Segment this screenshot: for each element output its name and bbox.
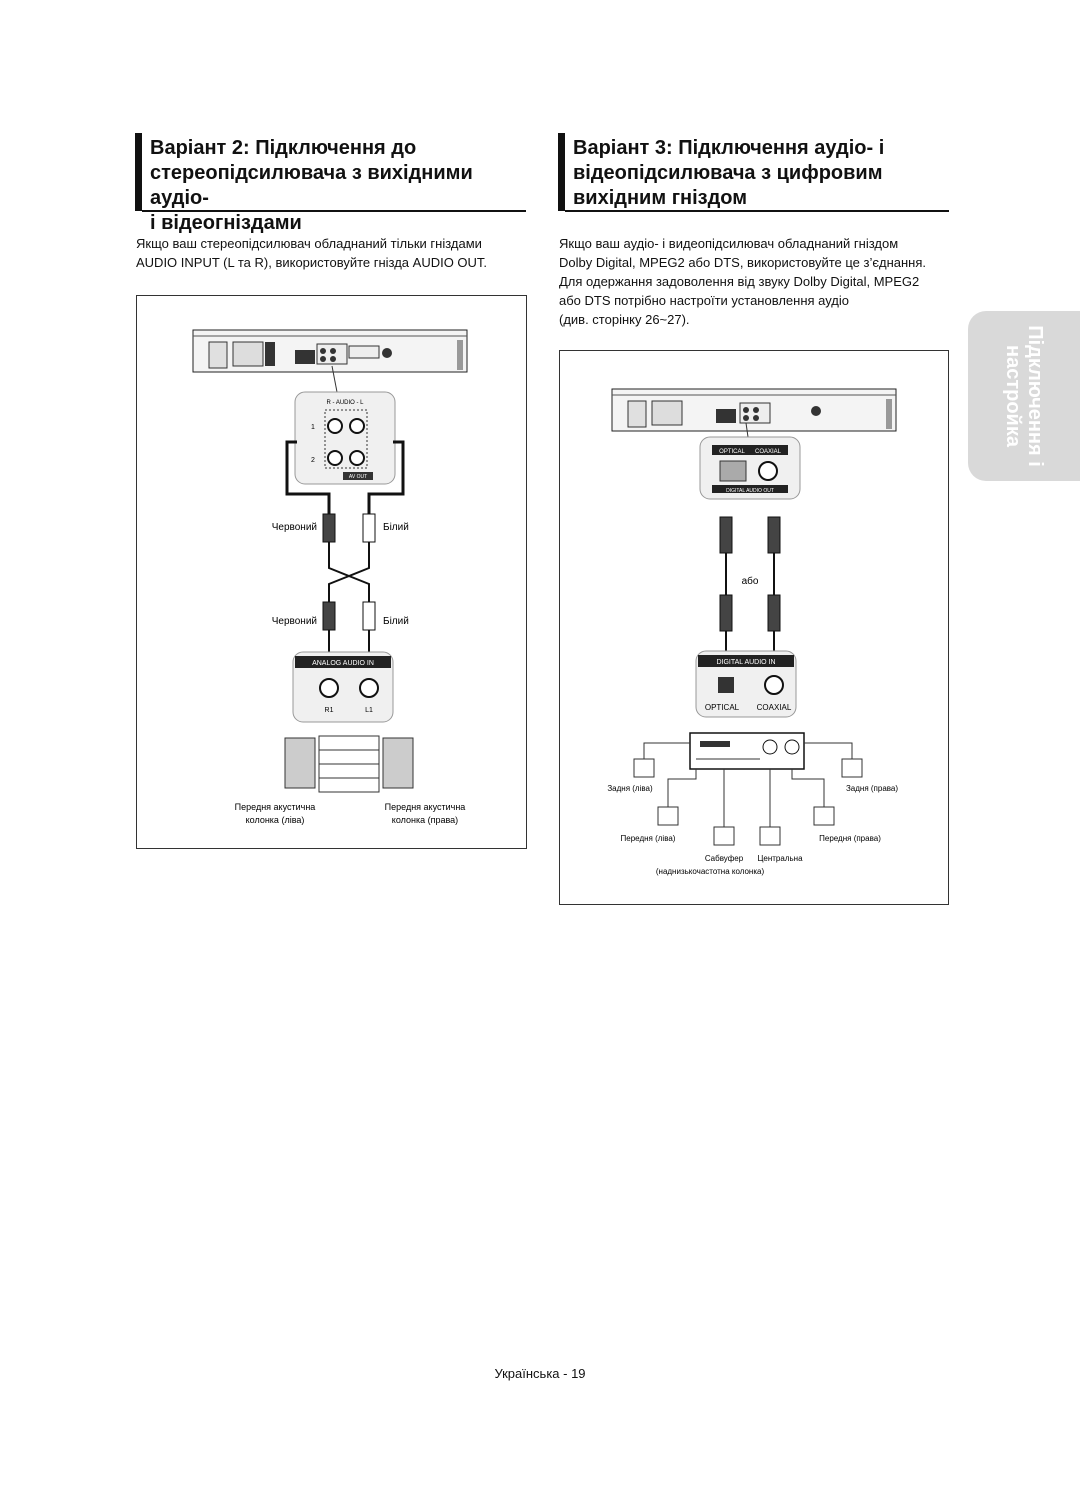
page-footer: Українська - 19 [494, 1366, 586, 1381]
front-right-line-1: Передня акустична [385, 802, 466, 812]
digital-audio-in-label: DIGITAL AUDIO IN [716, 659, 775, 666]
jack-row-1: 1 [311, 424, 315, 431]
front-right-label: Передня (права) [819, 834, 881, 843]
digital-audio-out-label: DIGITAL AUDIO OUT [726, 488, 774, 494]
audio-label: R - AUDIO - L [326, 400, 364, 406]
digital-audio-in-panel: DIGITAL AUDIO IN OPTICAL COAXIAL [695, 650, 797, 718]
av-out-panel: R - AUDIO - L 1 2 AV OUT [294, 391, 396, 485]
left-heading-line-2: стереопідсилювача з вихідними аудіо- [150, 162, 473, 209]
right-heading-line-1: Варіант 3: Підключення аудіо- і [573, 137, 885, 159]
subwoofer-note: (наднизькочастотна колонка) [656, 867, 765, 876]
left-diagram-drawing: R - AUDIO - L 1 2 AV OUT Червоний Білий … [192, 329, 468, 825]
right-heading: Варіант 3: Підключення аудіо- і відеопід… [573, 136, 953, 211]
rear-left-label: Задня (ліва) [607, 784, 653, 793]
right-paragraph-line-4: або DTS потрібно настроїти установлення … [559, 293, 850, 308]
section-tab [968, 311, 1080, 481]
dvd-recorder-rear-right [611, 388, 897, 432]
front-right-line-2: колонка (права) [392, 815, 458, 825]
front-left-line-1: Передня акустична [235, 802, 316, 812]
center-label: Центральна [757, 854, 803, 863]
av-out-label: AV OUT [349, 474, 367, 480]
front-left-line-2: колонка (ліва) [246, 815, 305, 825]
left-paragraph: Якщо ваш стереопідсилювач обладнаний тіл… [136, 234, 528, 272]
stereo-system [284, 735, 414, 793]
or-label: або [742, 575, 759, 587]
analog-audio-in-label: ANALOG AUDIO IN [312, 660, 374, 667]
section-tab-line-1: Підключення і [1024, 325, 1046, 467]
left-heading: Варіант 2: Підключення до стереопідсилюв… [150, 136, 530, 236]
left-heading-line-3: і відеогніздами [150, 212, 302, 234]
left-heading-line-1: Варіант 2: Підключення до [150, 137, 417, 159]
coaxial-bottom-label: COAXIAL [757, 703, 792, 712]
analog-audio-in-panel: ANALOG AUDIO IN R1 L1 [292, 651, 394, 723]
front-left-label: Передня (ліва) [621, 834, 676, 843]
right-heading-line-2: відеопідсилювача з цифровим [573, 162, 883, 184]
right-paragraph-line-3: Для одержання задоволення від звуку Dolb… [559, 274, 920, 289]
optical-top-label: OPTICAL [719, 449, 745, 455]
subwoofer-label: Сабвуфер [705, 854, 744, 863]
section-tab-line-2: настройка [1002, 345, 1024, 447]
right-paragraph-line-1: Якщо ваш аудіо- і видеопідсилювач обладн… [559, 236, 899, 251]
right-paragraph: Якщо ваш аудіо- і видеопідсилювач обладн… [559, 234, 951, 329]
optical-bottom-label: OPTICAL [705, 703, 740, 712]
digital-audio-out-panel: OPTICAL COAXIAL DIGITAL AUDIO OUT [699, 436, 801, 500]
r1-label: R1 [325, 707, 334, 714]
right-paragraph-line-5: (див. сторінку 26~27). [559, 312, 690, 327]
red-label-2: Червоний [272, 616, 317, 627]
right-heading-rule [565, 210, 949, 212]
right-heading-bar [558, 133, 565, 211]
av-receiver [689, 732, 805, 770]
left-heading-bar [135, 133, 142, 211]
right-paragraph-line-2: Dolby Digital, MPEG2 або DTS, використов… [559, 255, 926, 270]
left-paragraph-line-2: AUDIO INPUT (L та R), використовуйте гні… [136, 255, 488, 270]
jack-row-2: 2 [311, 457, 315, 464]
rear-right-label: Задня (права) [846, 784, 898, 793]
l1-label: L1 [365, 707, 373, 714]
left-paragraph-line-1: Якщо ваш стереопідсилювач обладнаний тіл… [136, 236, 482, 251]
dvd-recorder-rear [192, 329, 468, 373]
right-diagram-drawing: OPTICAL COAXIAL DIGITAL AUDIO OUT або DI… [607, 388, 898, 876]
right-diagram-box: OPTICAL COAXIAL DIGITAL AUDIO OUT або DI… [559, 350, 949, 905]
right-heading-line-3: вихідним гніздом [573, 187, 748, 209]
white-label-2: Білий [383, 616, 409, 627]
white-label-1: Білий [383, 522, 409, 533]
coaxial-top-label: COAXIAL [755, 449, 782, 455]
section-tab-text: Підключення і настройка [1002, 325, 1046, 467]
left-heading-rule [142, 210, 526, 212]
red-label-1: Червоний [272, 522, 317, 533]
left-diagram-box: R - AUDIO - L 1 2 AV OUT Червоний Білий … [136, 295, 527, 849]
